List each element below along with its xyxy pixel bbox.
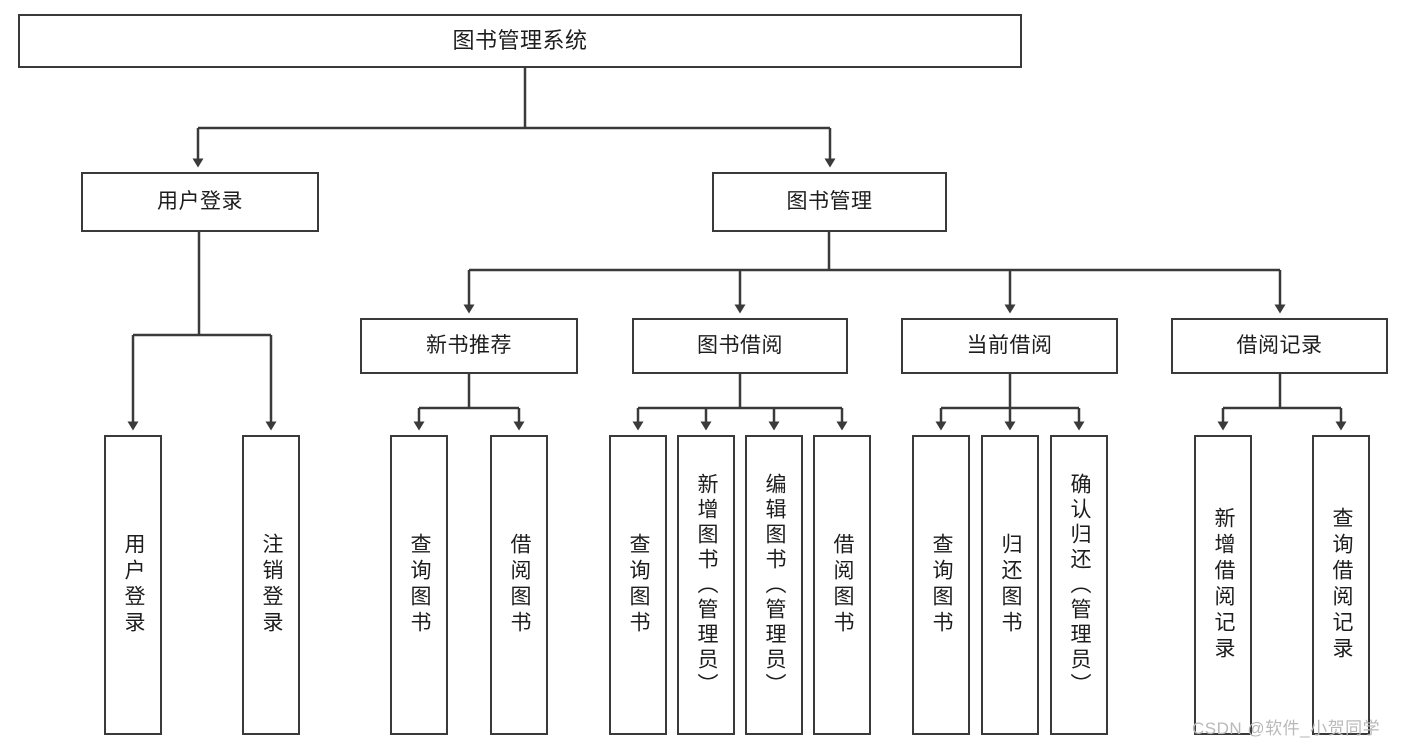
leaf-user-login-signin[interactable]: 用户登录 <box>104 435 162 735</box>
leaf-new-book-borrow[interactable]: 借阅图书 <box>490 435 548 735</box>
node-book-management[interactable]: 图书管理 <box>712 172 947 232</box>
leaf-borrow-query-book[interactable]: 查询图书 <box>609 435 667 735</box>
node-label: 用户登录 <box>157 190 243 214</box>
node-label: 借阅图书 <box>508 533 532 637</box>
node-label: 确认归还（管理员） <box>1068 472 1092 698</box>
leaf-records-add-record[interactable]: 新增借阅记录 <box>1194 435 1252 735</box>
leaf-records-query-record[interactable]: 查询借阅记录 <box>1312 435 1370 735</box>
leaf-current-return-book[interactable]: 归还图书 <box>981 435 1039 735</box>
node-borrow-records[interactable]: 借阅记录 <box>1171 318 1388 374</box>
node-user-login[interactable]: 用户登录 <box>81 172 319 232</box>
node-label: 借阅图书 <box>831 533 855 637</box>
node-new-book-recommend[interactable]: 新书推荐 <box>360 318 578 374</box>
leaf-current-confirm-return-admin[interactable]: 确认归还（管理员） <box>1050 435 1108 735</box>
node-label: 查询图书 <box>408 533 432 637</box>
node-label: 图书借阅 <box>697 334 783 358</box>
node-label: 图书管理 <box>786 190 873 214</box>
leaf-borrow-add-book-admin[interactable]: 新增图书（管理员） <box>677 435 735 735</box>
leaf-current-query-book[interactable]: 查询图书 <box>912 435 970 735</box>
node-label: 用户登录 <box>122 533 146 637</box>
node-label: 查询图书 <box>930 533 954 637</box>
node-label: 图书管理系统 <box>452 27 588 53</box>
node-root-system[interactable]: 图书管理系统 <box>18 14 1022 68</box>
node-current-borrow[interactable]: 当前借阅 <box>901 318 1118 374</box>
node-label: 编辑图书（管理员） <box>763 472 787 698</box>
leaf-new-book-query[interactable]: 查询图书 <box>390 435 448 735</box>
node-label: 新书推荐 <box>426 334 512 358</box>
leaf-borrow-borrow-book[interactable]: 借阅图书 <box>813 435 871 735</box>
node-label: 借阅记录 <box>1236 334 1323 358</box>
node-label: 查询图书 <box>627 533 651 637</box>
leaf-user-login-signout[interactable]: 注销登录 <box>242 435 300 735</box>
node-label: 新增图书（管理员） <box>695 472 719 698</box>
node-label: 新增借阅记录 <box>1212 507 1236 663</box>
node-label: 当前借阅 <box>966 334 1053 358</box>
node-label: 归还图书 <box>999 533 1023 637</box>
node-label: 注销登录 <box>260 533 284 637</box>
leaf-borrow-edit-book-admin[interactable]: 编辑图书（管理员） <box>745 435 803 735</box>
node-book-borrow[interactable]: 图书借阅 <box>632 318 848 374</box>
node-label: 查询借阅记录 <box>1330 507 1354 663</box>
